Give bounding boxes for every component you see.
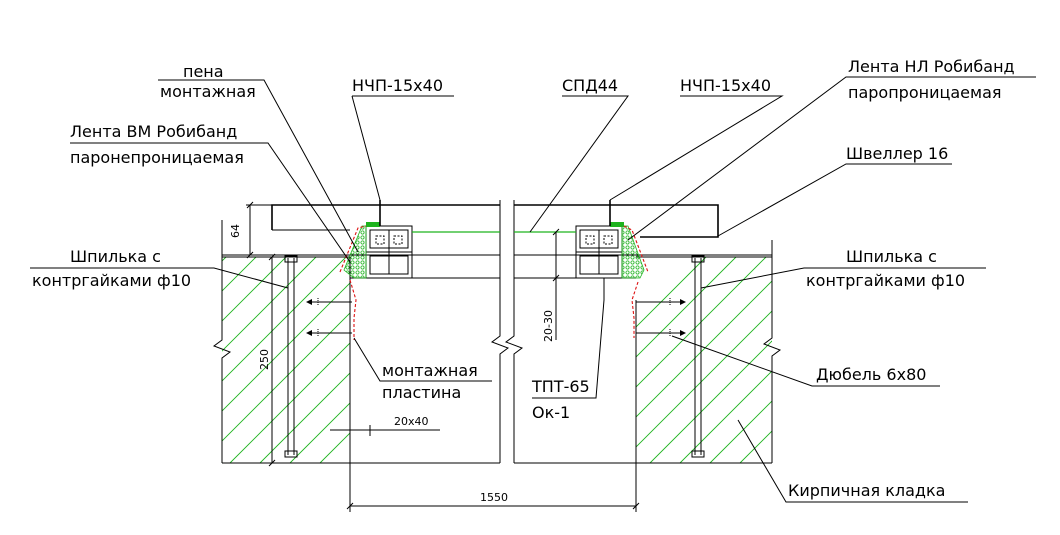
window-profile-left [339,200,500,340]
spd-text: СПД44 [562,76,618,95]
label-spd: СПД44 [529,76,629,233]
foam-text-2: монтажная [160,82,256,101]
dim-20-30-label: 20-30 [542,310,555,342]
brick-hatch-right [636,257,772,463]
label-stud-left: Шпилька с контргайками ф10 [30,247,289,290]
plate-text-2: пластина [382,383,461,402]
foam-text-1: пена [183,62,224,81]
tape-vm-text-2: паронепроницаемая [70,148,244,167]
label-dowel: Дюбель 6х80 [671,335,940,387]
tape-vm-text-1: Лента ВМ Робибанд [70,122,237,141]
plate-text-1: монтажная [382,361,478,380]
nchp-right-text: НЧП-15х40 [680,76,771,95]
dimension-250: 250 [258,253,276,467]
dimension-20x40: 20х40 [330,415,440,436]
tpt-text-1: ТПТ-65 [531,377,590,396]
dowel-text: Дюбель 6х80 [816,365,926,384]
brick-wall-right [635,240,782,464]
dim-20x40-label: 20х40 [394,415,429,428]
label-nchp-left: НЧП-15х40 [351,76,454,201]
tape-nl-text-2: паропроницаемая [848,83,1002,102]
label-brick: Кирпичная кладка [737,419,968,503]
stud-left-text-1: Шпилька с [70,247,161,266]
dim-1550-label: 1550 [480,491,508,504]
brick-text: Кирпичная кладка [788,481,945,500]
dimension-64: 64 [229,201,272,259]
tpt-text-2: Ок-1 [532,403,570,422]
steel-channel [222,204,772,279]
stud-right-text-2: контргайками ф10 [806,271,965,290]
dim-250-label: 250 [258,349,271,370]
nchp-left-text: НЧП-15х40 [352,76,443,95]
window-profile-right [514,200,649,338]
label-channel: Швеллер 16 [717,144,952,237]
stud-right-text-1: Шпилька с [846,247,937,266]
dowels-left [306,298,352,337]
label-tape-nl: Лента НЛ Робибанд паропроницаемая [627,57,1036,241]
tape-nl-text-1: Лента НЛ Робибанд [848,57,1015,76]
label-tape-vm: Лента ВМ Робибанд паронепроницаемая [70,122,351,263]
dimension-1550: 1550 [346,463,640,512]
label-nchp-right: НЧП-15х40 [609,76,784,201]
dowels-right [636,298,686,337]
dimension-20-30: 20-30 [542,228,576,342]
dim-64-label: 64 [229,224,242,238]
center-break-lines [350,200,636,464]
channel-text: Швеллер 16 [846,144,948,163]
label-plate: монтажная пластина [353,337,492,402]
label-tpt: ТПТ-65 Ок-1 [531,299,605,422]
stud-right [691,255,705,458]
stud-left-text-2: контргайками ф10 [32,271,191,290]
label-foam: пена монтажная [158,62,359,253]
stud-left [284,255,298,458]
label-stud-right: Шпилька с контргайками ф10 [700,247,986,290]
